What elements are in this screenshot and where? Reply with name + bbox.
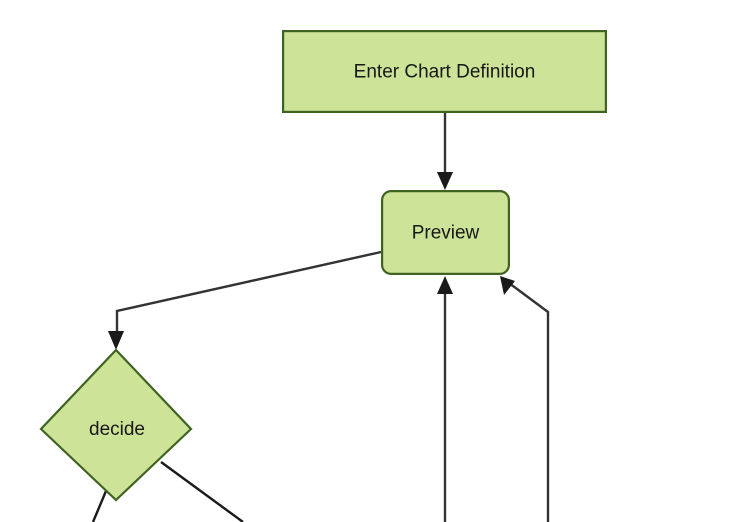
edge-lower-left-to-preview[interactable] — [437, 276, 453, 522]
edge-line — [508, 282, 550, 522]
arrowhead-icon — [108, 331, 124, 350]
node-label: Enter Chart Definition — [354, 62, 536, 83]
node-shape-rectangle — [282, 30, 607, 114]
node-shape-diamond — [39, 348, 193, 502]
edge-lower-right-to-preview[interactable] — [500, 276, 550, 522]
arrowhead-icon — [437, 172, 453, 190]
node-preview[interactable]: Preview — [381, 190, 511, 276]
edge-line — [160, 461, 244, 522]
edge-line — [91, 490, 108, 522]
node-enter-chart-definition[interactable]: Enter Chart Definition — [282, 30, 607, 114]
edge-decide-to-lower-right[interactable] — [160, 461, 244, 522]
arrowhead-icon — [500, 276, 515, 295]
edges-layer — [91, 113, 550, 522]
nodes-layer: Enter Chart Definition Preview decide — [39, 30, 607, 502]
edge-line — [115, 250, 382, 340]
edge-enter-to-preview[interactable] — [437, 113, 453, 190]
node-label: decide — [89, 419, 145, 440]
edge-preview-to-decide[interactable] — [108, 250, 382, 350]
node-shape-rounded-rectangle — [381, 190, 511, 276]
arrowhead-icon — [437, 276, 453, 294]
node-decide[interactable]: decide — [39, 348, 193, 502]
node-label: Preview — [412, 223, 480, 244]
edge-decide-to-lower-left[interactable] — [91, 490, 108, 522]
